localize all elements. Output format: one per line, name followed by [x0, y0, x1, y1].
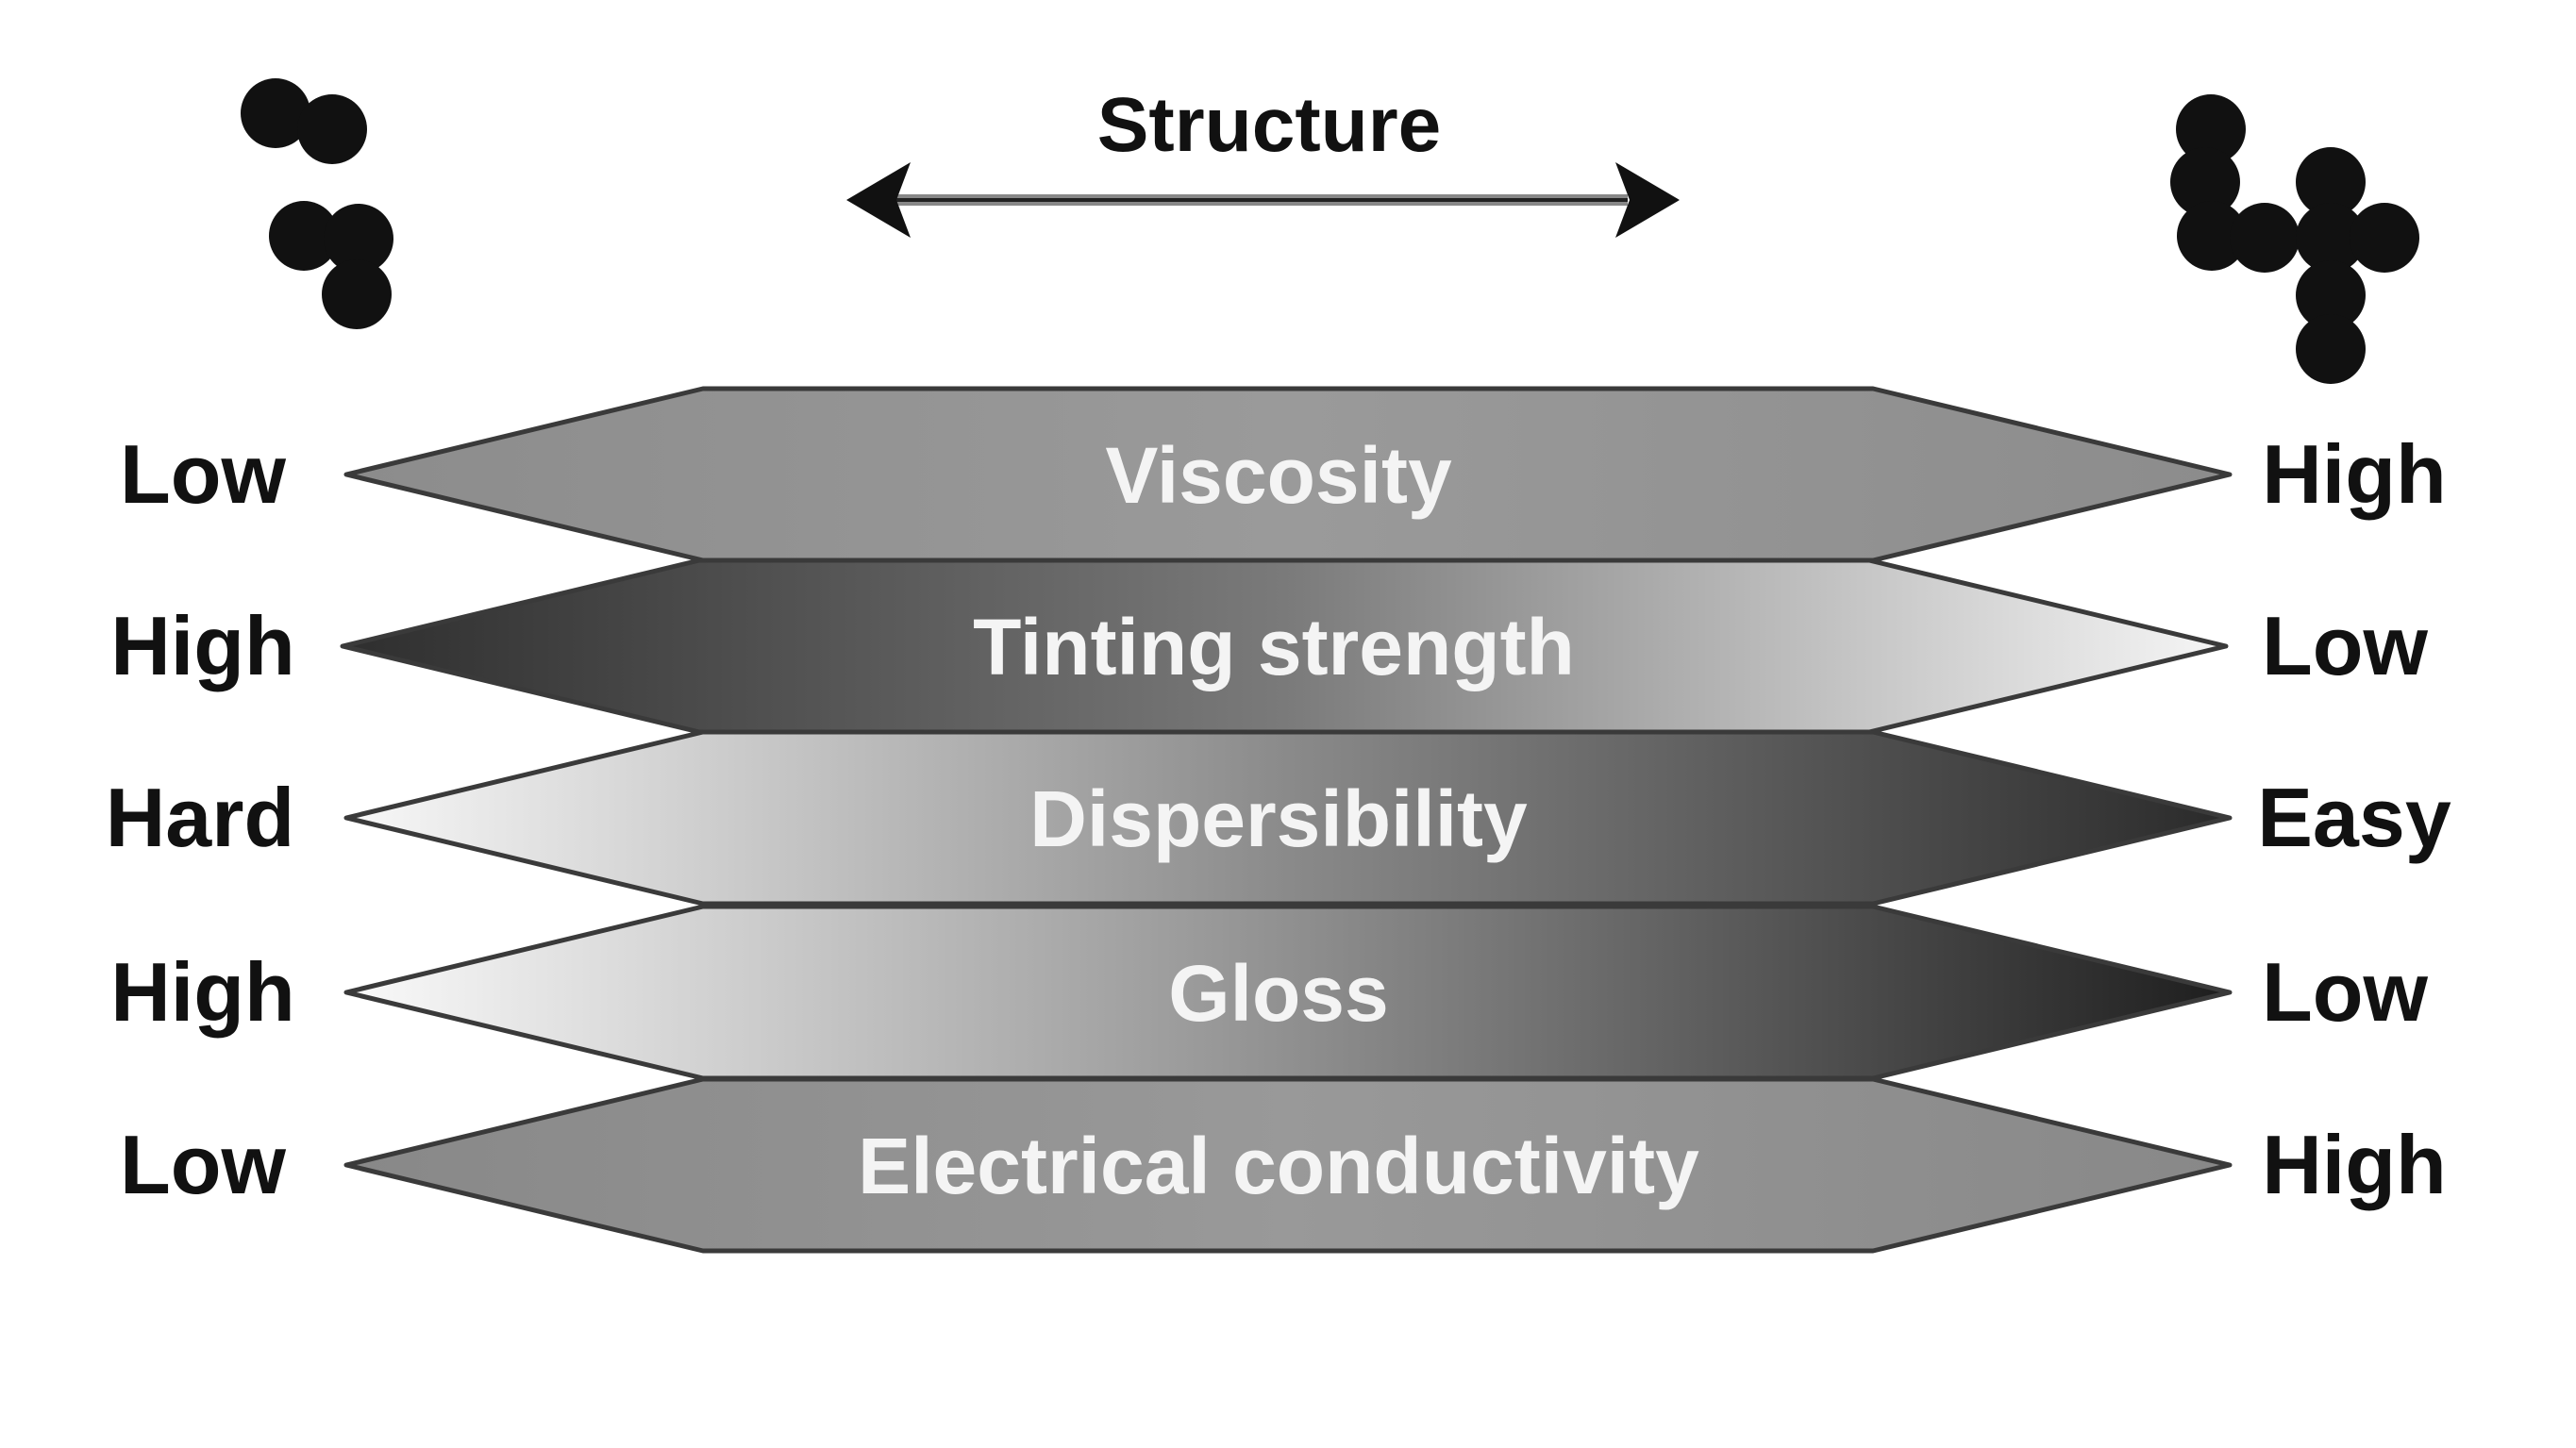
band-row: Gloss High Low — [110, 904, 2429, 1081]
gloss-high-label: High — [110, 945, 295, 1039]
gloss-label: Gloss — [1168, 949, 1388, 1038]
dispersibility-label: Dispersibility — [1029, 774, 1528, 863]
band-row: Dispersibility Hard Easy — [106, 729, 2451, 907]
band-row: Electrical conductivity Low High — [120, 1076, 2447, 1254]
tinting-strength-label: Tinting strength — [973, 603, 1575, 691]
electrical-conductivity-label: Electrical conductivity — [858, 1122, 1699, 1210]
electrical-conductivity-low-label: Low — [120, 1118, 287, 1211]
high-structure-particles-icon — [2170, 94, 2419, 384]
gloss-low-label: Low — [2262, 945, 2429, 1039]
band-row: Viscosity Low High — [120, 386, 2447, 563]
dispersibility-hard-label: Hard — [106, 771, 295, 864]
electrical-conductivity-high-label: High — [2262, 1118, 2447, 1211]
structure-double-arrow-icon — [846, 162, 1680, 238]
tinting-strength-low-label: Low — [2262, 599, 2429, 692]
viscosity-low-label: Low — [120, 427, 287, 521]
band-row: Tinting strength High Low — [110, 558, 2429, 735]
structure-title: Structure — [1097, 82, 1442, 168]
dispersibility-band — [343, 729, 2233, 907]
dispersibility-easy-label: Easy — [2257, 771, 2451, 864]
low-structure-particles-icon — [241, 78, 393, 329]
electrical-conductivity-band — [343, 1076, 2233, 1254]
tinting-strength-high-label: High — [110, 599, 295, 692]
viscosity-high-label: High — [2262, 427, 2447, 521]
viscosity-label: Viscosity — [1105, 431, 1452, 520]
